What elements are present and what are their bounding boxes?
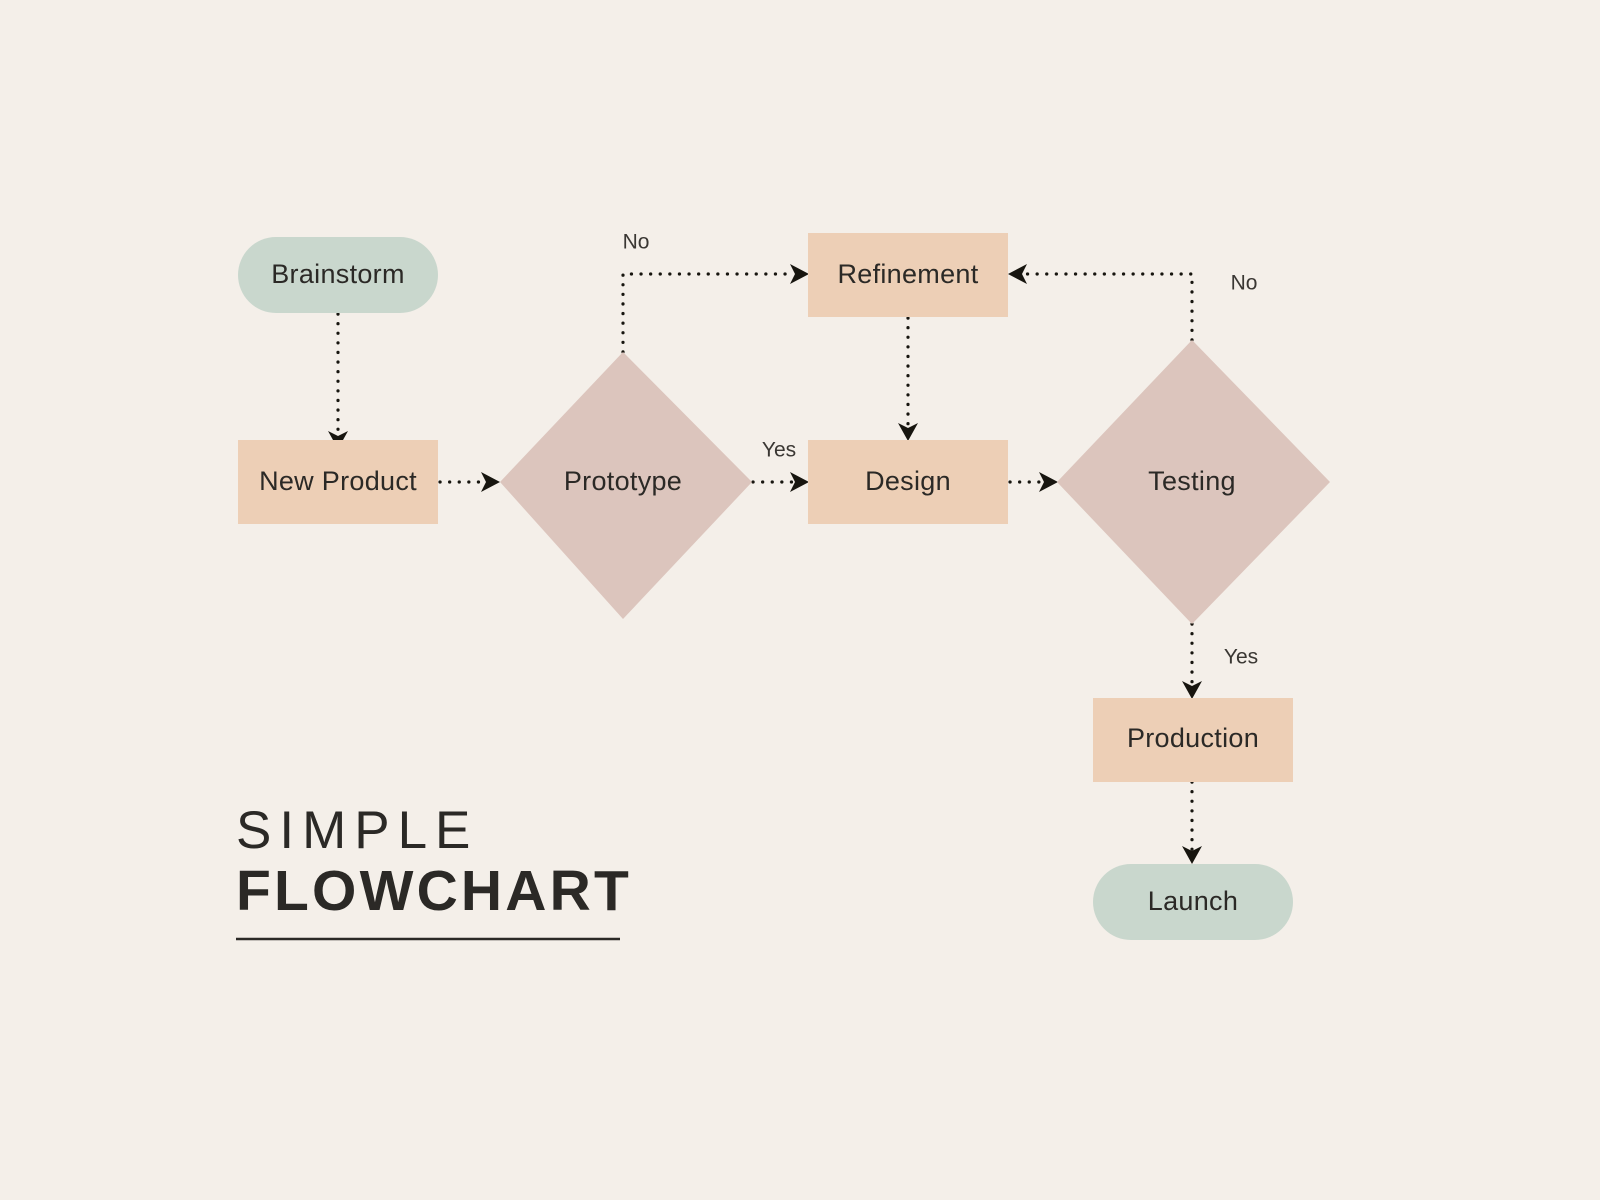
edge-refinement-to-design [898, 316, 918, 441]
edge-label-no-prototype: No [623, 231, 650, 254]
connector-layer [328, 264, 1202, 864]
production-shape [1093, 698, 1293, 782]
prototype-shape [500, 352, 752, 619]
node-refinement[interactable]: Refinement [808, 233, 1008, 317]
edge-prototype-to-refinement [621, 264, 809, 354]
launch-shape [1093, 864, 1293, 940]
refinement-shape [808, 233, 1008, 317]
brainstorm-shape [238, 237, 438, 313]
node-production[interactable]: Production [1093, 698, 1293, 782]
new-product-shape [238, 440, 438, 524]
edge-label-layer: No Yes No Yes [623, 231, 1259, 669]
title-line-1: SIMPLE [236, 801, 478, 860]
launch-label: Launch [1148, 886, 1238, 916]
node-design[interactable]: Design [808, 440, 1008, 524]
edge-production-to-launch [1182, 780, 1202, 864]
edge-new-product-to-prototype [438, 472, 500, 492]
edge-label-yes-prototype: Yes [762, 439, 796, 462]
node-testing[interactable]: Testing [1057, 340, 1330, 624]
node-prototype[interactable]: Prototype [500, 352, 752, 619]
brainstorm-label: Brainstorm [271, 259, 405, 289]
node-launch[interactable]: Launch [1093, 864, 1293, 940]
prototype-label: Prototype [564, 466, 682, 496]
edge-testing-to-production [1182, 622, 1202, 699]
edge-label-no-testing: No [1231, 272, 1258, 295]
edge-prototype-to-design [751, 472, 809, 492]
title-line-2: FLOWCHART [236, 859, 632, 923]
testing-shape [1057, 340, 1330, 624]
edge-testing-to-refinement [1008, 264, 1194, 342]
production-label: Production [1127, 723, 1259, 753]
refinement-label: Refinement [837, 259, 978, 289]
edge-label-yes-testing: Yes [1224, 646, 1258, 669]
new-product-label: New Product [259, 466, 417, 496]
edge-design-to-testing [1008, 472, 1058, 492]
title-block: SIMPLE FLOWCHART [236, 801, 632, 941]
testing-label: Testing [1148, 466, 1236, 496]
design-shape [808, 440, 1008, 524]
design-label: Design [865, 466, 951, 496]
node-brainstorm[interactable]: Brainstorm [238, 237, 438, 313]
node-new-product[interactable]: New Product [238, 440, 438, 524]
